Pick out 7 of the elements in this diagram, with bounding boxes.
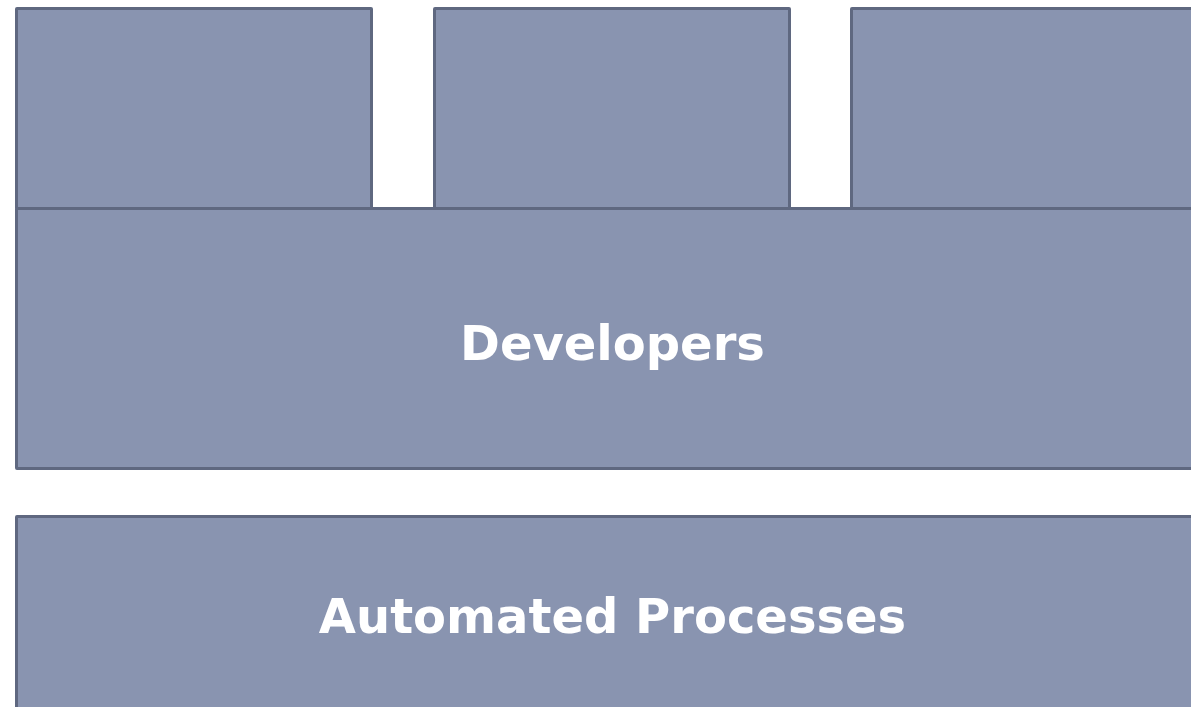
layer-box [15,515,1191,707]
empty-box [433,7,791,210]
layer-box [15,207,1191,470]
layer-label: Automated Processes [318,588,907,644]
empty-box [15,7,373,210]
empty-box [850,7,1191,210]
layer-label: Developers [460,314,765,371]
